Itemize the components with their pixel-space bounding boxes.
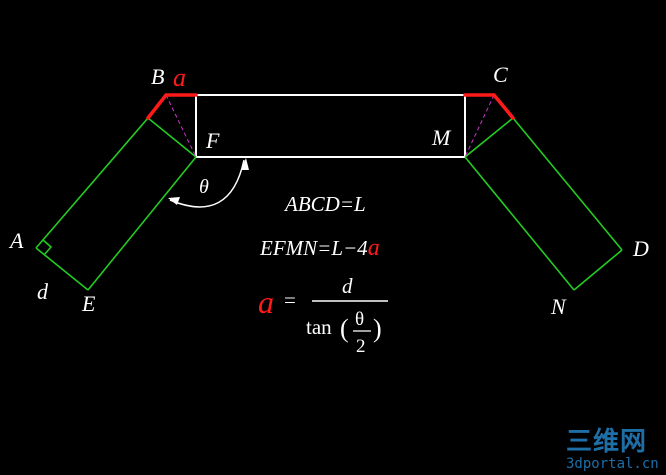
label-a-top: a <box>173 63 186 92</box>
fraction-lparen: ( <box>340 314 349 343</box>
label-M: M <box>431 125 452 150</box>
center-rectangle <box>195 94 466 158</box>
left-arm <box>35 117 197 291</box>
theta-arrowhead-left <box>168 197 180 205</box>
watermark-url: 3dportal.cn <box>566 456 659 472</box>
left-arm-cut <box>147 117 197 158</box>
theta-angle-arc <box>169 159 245 208</box>
label-F: F <box>205 128 220 153</box>
label-d: d <box>37 279 49 304</box>
label-B: B <box>151 64 164 89</box>
right-arm <box>464 117 623 291</box>
fraction-numerator: d <box>342 274 353 298</box>
construction-lines <box>165 94 495 158</box>
right-arm-inner <box>464 156 575 291</box>
right-arm-cut <box>464 117 514 158</box>
fraction-theta: θ <box>355 309 364 330</box>
label-E: E <box>81 291 96 316</box>
label-theta: θ <box>199 176 209 198</box>
dash-right <box>464 94 495 158</box>
dash-left <box>165 94 197 158</box>
formula-efmn-a: a <box>368 235 380 261</box>
watermark-brand: 三维网 <box>566 426 647 457</box>
theta-arc <box>169 159 245 208</box>
segment-a-right <box>463 93 515 120</box>
segment-a-left <box>146 93 198 120</box>
left-arm-outer <box>35 117 149 249</box>
right-arm-end <box>573 249 623 291</box>
label-D: D <box>632 236 649 261</box>
formula-abcd: ABCD=L <box>283 192 366 216</box>
left-arm-inner <box>87 156 197 291</box>
right-angle-marker <box>42 239 53 256</box>
label-C: C <box>493 62 508 87</box>
formula-efmn: EFMN=L−4a <box>259 235 380 261</box>
label-A: A <box>8 228 24 253</box>
fraction-tan: tan <box>306 315 332 339</box>
label-N: N <box>550 294 567 319</box>
fraction-equals: = <box>284 288 296 312</box>
right-arm-outer <box>512 117 623 251</box>
highlight-segments <box>146 93 515 120</box>
theta-arrowhead-right <box>241 158 249 170</box>
fraction-a: a <box>258 284 274 320</box>
fraction-rparen: ) <box>373 314 382 343</box>
fraction-two: 2 <box>356 336 366 357</box>
formula-efmn-text: EFMN=L−4 <box>259 236 368 260</box>
